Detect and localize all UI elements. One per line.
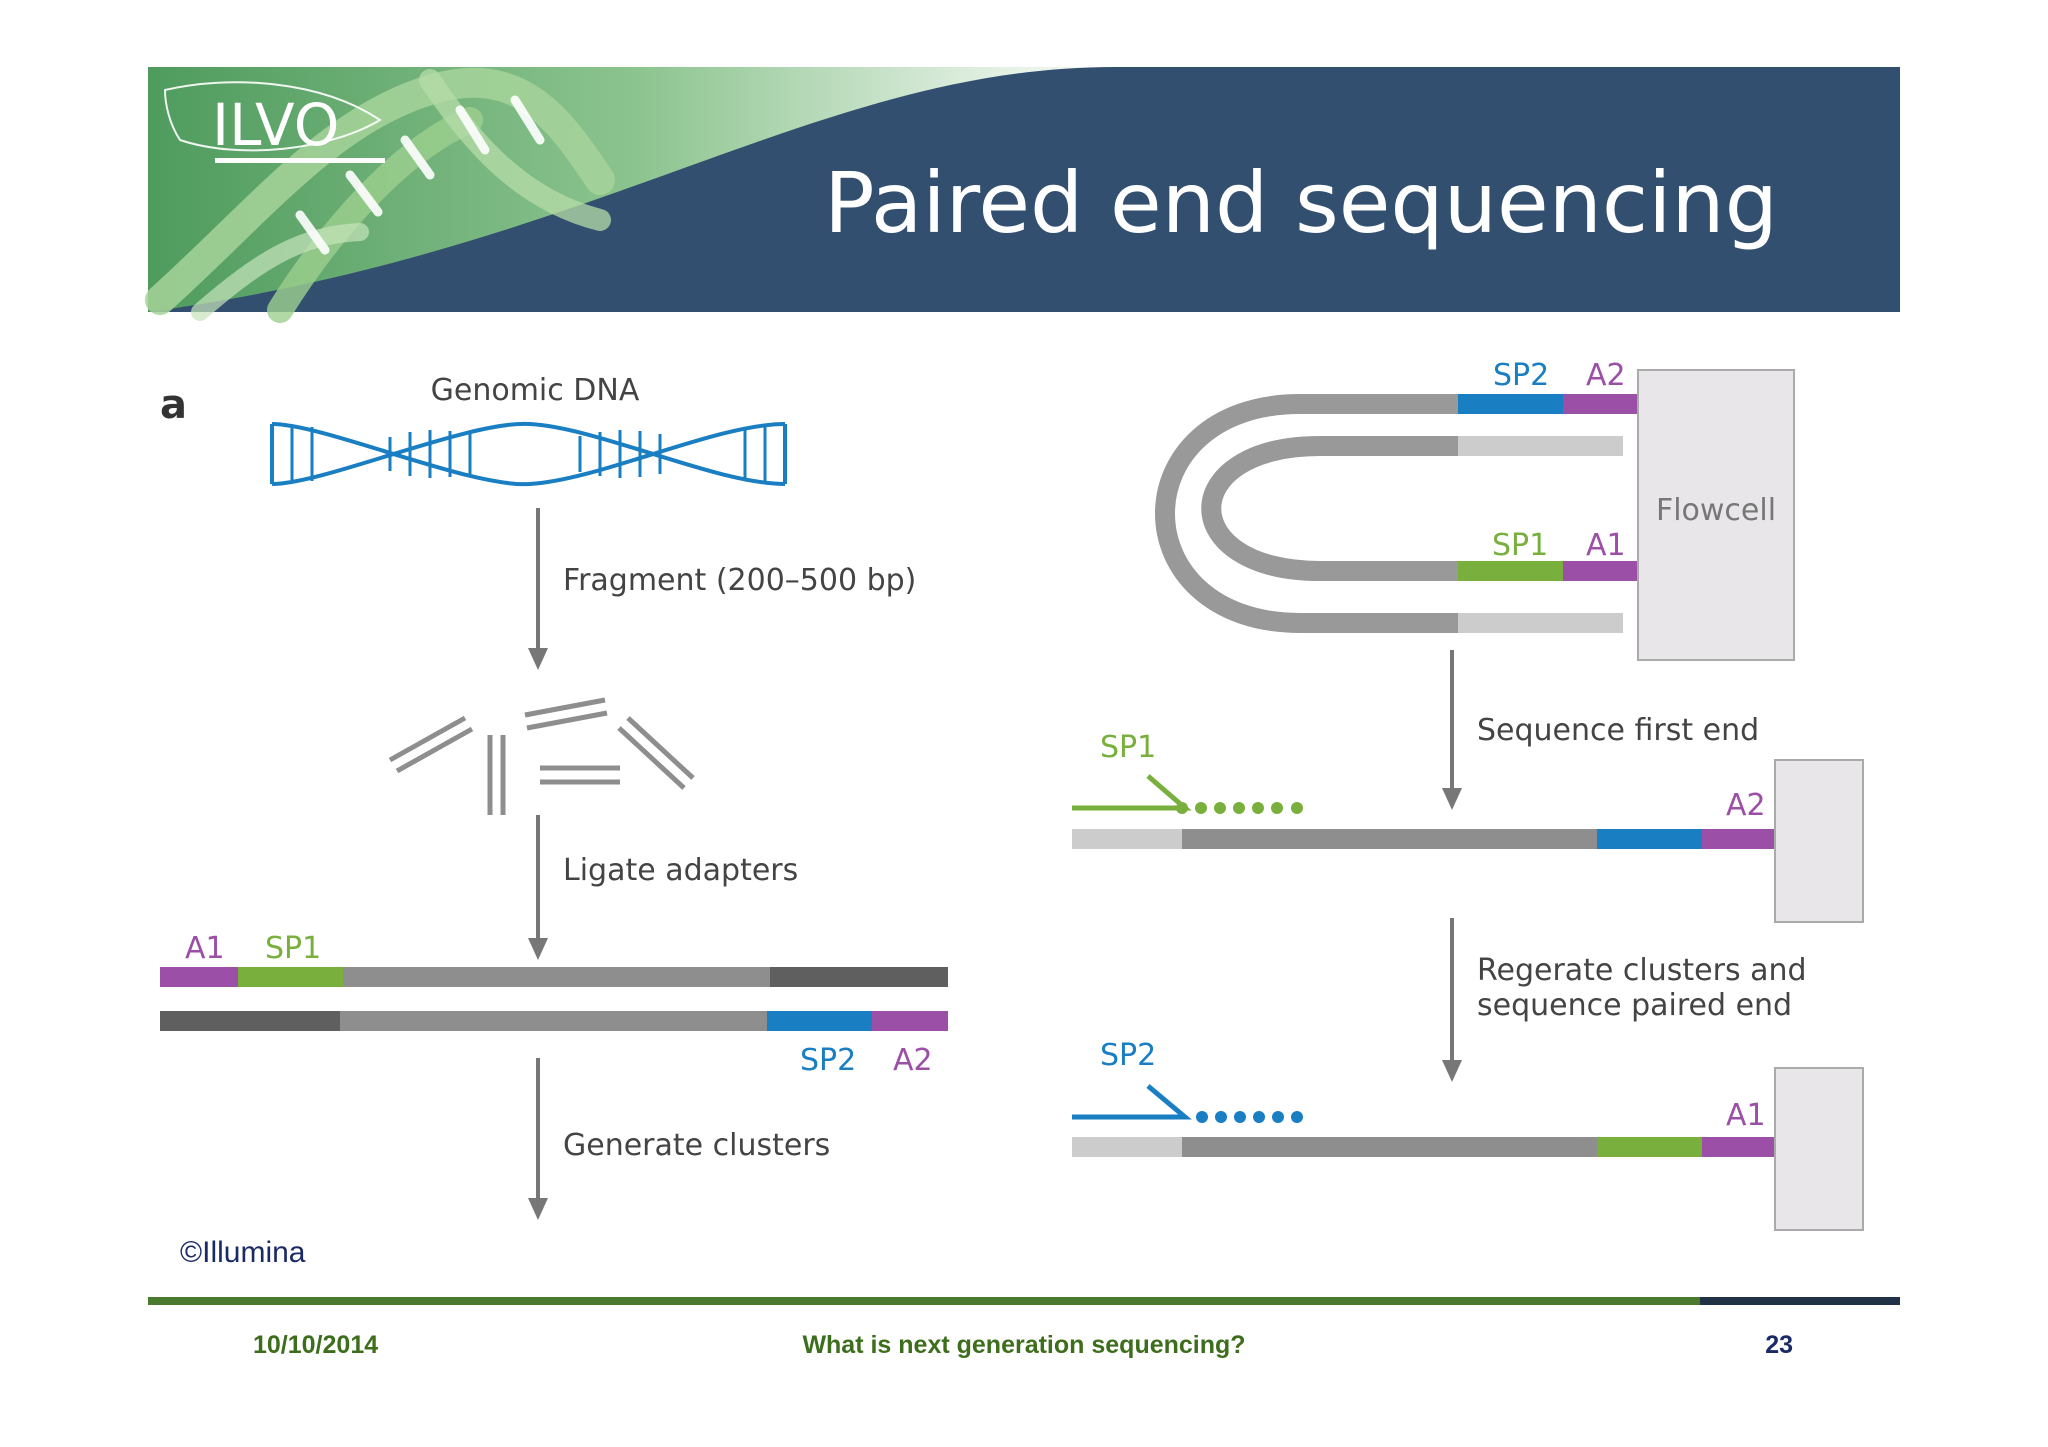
logo-text: ILVO (212, 91, 339, 159)
adapter-ligated-fragment: A1 SP1 SP2 A2 (160, 931, 948, 1078)
first-end-read: SP1 A2 (1072, 730, 1864, 923)
process-arrow (528, 815, 548, 960)
dna-double-helix-icon (270, 421, 787, 487)
process-arrow (528, 508, 548, 670)
right-panel: SP2 A2 SP1 A1 Flowcell Sequence first en… (1072, 358, 1864, 1231)
footer-rule-green (148, 1297, 1900, 1305)
flowcell-block (1637, 369, 1795, 661)
process-arrow (528, 1058, 548, 1220)
step-ligate-label: Ligate adapters (563, 853, 798, 888)
footer-date: 10/10/2014 (253, 1331, 378, 1359)
top-a1-label: A1 (1586, 528, 1626, 563)
genomic-dna-label: Genomic DNA (431, 373, 640, 408)
footer-page-number: 23 (1765, 1331, 1793, 1359)
page-title: Paired end sequencing (824, 154, 1778, 252)
top-sp2-label: SP2 (1493, 358, 1549, 393)
bottom-a1-label: A1 (1726, 1098, 1766, 1133)
step-first-end-label: Sequence first end (1477, 713, 1759, 748)
step-fragment-label: Fragment (200–500 bp) (563, 563, 916, 598)
adapter-sp2-label: SP2 (800, 1043, 856, 1078)
dna-helix-graphic (145, 67, 615, 323)
image-credit: ©Illumina (180, 1236, 306, 1269)
step-generate-label: Generate clusters (563, 1128, 830, 1163)
logo-underline (215, 158, 385, 163)
flowcell-block (1774, 1067, 1864, 1231)
top-a2-label: A2 (1586, 358, 1626, 393)
adapter-sp1-label: SP1 (265, 931, 321, 966)
flowcell-label: Flowcell (1656, 493, 1776, 528)
top-sp1-label: SP1 (1492, 528, 1548, 563)
header-banner: ILVO Paired end sequencing (145, 66, 1900, 323)
primer-sp2-label: SP2 (1100, 1038, 1156, 1073)
process-arrow (1442, 650, 1462, 810)
paired-end-read: SP2 A1 (1072, 1038, 1864, 1231)
bridge-amplification-diagram: SP2 A2 SP1 A1 Flowcell (1155, 358, 1795, 661)
footer-rule-navy (1700, 1297, 1900, 1305)
process-arrow (1442, 918, 1462, 1082)
primer-sp1-label: SP1 (1100, 730, 1156, 765)
logo-leaf-icon (163, 81, 382, 152)
footer-topic: What is next generation sequencing? (802, 1331, 1245, 1359)
left-panel: a Genomic DNA (160, 373, 948, 1220)
adapter-a2-label: A2 (893, 1043, 933, 1078)
step-paired-label-line1: Regerate clusters and (1477, 953, 1807, 988)
flowcell-block (1774, 759, 1864, 923)
dna-fragments-icon (388, 697, 695, 815)
mid-a2-label: A2 (1726, 788, 1766, 823)
panel-letter: a (160, 382, 187, 428)
adapter-a1-label: A1 (185, 931, 225, 966)
step-paired-label-line2: sequence paired end (1477, 988, 1792, 1023)
footer: 10/10/2014 What is next generation seque… (148, 1297, 1900, 1359)
